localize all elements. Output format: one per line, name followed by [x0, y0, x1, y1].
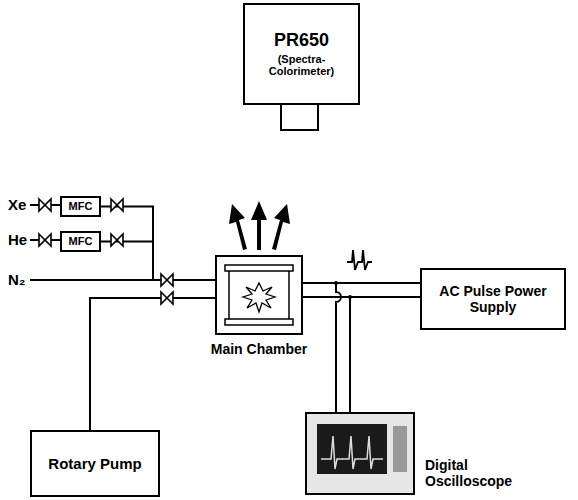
mfc-box: MFC — [60, 231, 101, 252]
instrument-box: PR650(Spectra- Colorimeter) — [243, 3, 360, 105]
probe-wire — [336, 283, 350, 412]
pipe-connector — [90, 298, 215, 430]
chamber-box: Main Chamber — [215, 255, 303, 335]
scope-screen — [317, 424, 387, 474]
gas-label: Xe — [7, 196, 27, 213]
electrode-assembly — [217, 257, 301, 333]
node-label: MFC — [69, 235, 93, 248]
node-label: PR650 — [274, 30, 329, 51]
pipe-connector — [101, 242, 215, 281]
node-label: AC Pulse Power Supply — [422, 283, 564, 315]
junction-dot — [334, 281, 352, 299]
scope-trace — [321, 436, 383, 469]
gas-label: He — [7, 231, 28, 248]
pulse-symbol — [347, 250, 372, 270]
emission-arrow — [229, 201, 290, 250]
pipe-connector — [303, 283, 420, 297]
node-label: MFC — [69, 200, 93, 213]
node-sublabel: (Spectra- Colorimeter) — [262, 53, 342, 78]
power-supply-box: AC Pulse Power Supply — [420, 268, 566, 330]
oscilloscope-box: Digital Oscilloscope — [305, 412, 415, 495]
discharge-burst — [243, 283, 275, 312]
mfc-box: MFC — [60, 196, 101, 217]
scope-face — [307, 414, 413, 493]
scope-controls — [393, 426, 407, 472]
gas-label: N₂ — [7, 271, 27, 288]
pump-box: Rotary Pump — [30, 430, 160, 497]
lens — [281, 104, 318, 130]
node-label: Rotary Pump — [48, 455, 141, 472]
pipe-connector — [101, 207, 215, 281]
node-label: Main Chamber — [211, 341, 307, 357]
node-label: Digital Oscilloscope — [425, 457, 525, 489]
